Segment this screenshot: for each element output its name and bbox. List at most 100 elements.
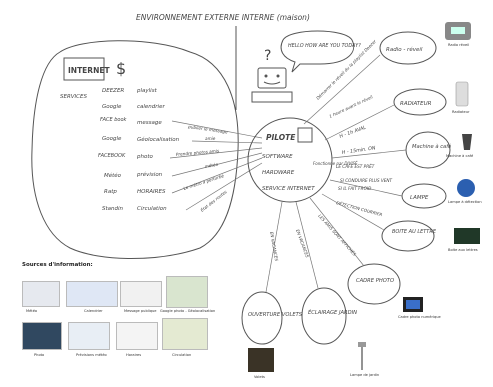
photo-frame-screen [406, 300, 420, 309]
source-caption: Prévisions météo [76, 353, 107, 357]
radio-node [379, 31, 437, 65]
device-caption: Machine à café [446, 154, 474, 158]
eclairage-node [301, 287, 347, 345]
source-thumb-circulation [162, 318, 208, 350]
service-item: HORAIRES [137, 189, 166, 195]
link-label: Prendre photos amis [176, 148, 220, 157]
link-label: LES AMIS SONT AFFICHÉS [317, 213, 357, 257]
pilote-item: SERVICE INTERNET [262, 186, 315, 192]
source-thumb-calendrier [66, 281, 118, 307]
source-caption: Message publique [124, 309, 157, 313]
coffee-machine-icon [462, 134, 472, 150]
link-arrow [321, 193, 385, 231]
boite-node [381, 220, 435, 252]
link-arrow [303, 54, 381, 125]
link-label: Le métro a perturbé [183, 173, 225, 191]
internet-box [63, 57, 105, 81]
link-label: SI CONDUIRE PLUS VENT [340, 178, 393, 183]
robot-eye-icon [276, 74, 280, 78]
provider-item: Google [102, 104, 122, 110]
provider-item: Ratp [104, 189, 117, 195]
pilote-logo-icon [297, 127, 313, 143]
cafe-label: Machine à café [412, 143, 451, 150]
device-caption: Cadre photo numérique [398, 315, 441, 319]
page-title: ENVIRONNEMENT EXTERNE INTERNE (maison) [136, 13, 310, 22]
service-item: prévision [136, 171, 163, 178]
pilote-item: HARDWARE [262, 170, 295, 176]
link-label: H - 15min. ON [341, 145, 376, 156]
source-caption: Calendrier [84, 309, 103, 313]
provider-item: FACEBOOK [98, 153, 126, 159]
provider-item: DEEZER [102, 88, 124, 94]
radio-label: Radio - réveil [386, 46, 423, 53]
link-label: 1 heure avant le réveil [328, 94, 374, 119]
device-caption: Boite aux lettres [448, 248, 478, 252]
pilote-node [247, 117, 333, 203]
source-thumb-geoloc [166, 276, 208, 308]
services-label: SERVICES [60, 94, 87, 100]
link-label: météo [204, 162, 219, 169]
volets-label: OUVERTURE VOLETS [248, 312, 303, 318]
keyboard-icon [251, 91, 293, 103]
mailbox-icon [454, 228, 480, 244]
pilote-note: Fonctionne par DIVISÉ [313, 161, 358, 166]
sources-title: Sources d'information: [22, 262, 93, 268]
dollar-icon: $ [116, 59, 126, 78]
device-caption: Radio réveil [448, 43, 470, 47]
source-thumb-previsions [68, 322, 110, 350]
provider-item: Météo [104, 172, 122, 179]
service-item: message [137, 120, 162, 126]
link-arrow [171, 152, 263, 177]
link-arrow [171, 120, 263, 139]
link-label: publier le message [187, 124, 229, 135]
link-arrow [171, 157, 263, 194]
internet-cloud [31, 40, 239, 259]
service-item: photo [136, 154, 153, 160]
provider-item: FACE book [100, 117, 128, 123]
device-caption: Radiateur [452, 110, 470, 114]
source-thumb-photo [22, 322, 62, 350]
source-caption: Horaires [126, 353, 142, 357]
link-label: DÉTECTION COURRIER [336, 200, 383, 217]
source-thumb-message [120, 281, 162, 307]
lamp-icon [457, 179, 475, 197]
link-arrow [265, 201, 283, 293]
source-thumb-horaires [116, 322, 158, 350]
radiateur-node [393, 88, 447, 116]
source-caption: Circulation [172, 353, 192, 357]
link-arrow [329, 179, 403, 197]
robot-screen [257, 67, 287, 89]
link-arrow [295, 201, 319, 289]
photo-label: CADRE PHOTO [356, 278, 394, 284]
link-label: SI IL FAIT FROID [338, 186, 372, 191]
source-caption: Google photo - Géolocalisation [160, 309, 216, 313]
service-item: calendrier [137, 104, 165, 110]
speech-text: HELLO HOW ARE YOU TODAY? [288, 43, 361, 49]
radiateur-label: RADIATEUR [400, 101, 432, 107]
eclairage-label: ÉCLAIRAGE JARDIN [308, 308, 357, 316]
link-arrow [169, 147, 263, 159]
link-arrow [191, 140, 263, 144]
source-thumb-meteo [22, 281, 60, 307]
device-caption: Volets [254, 375, 265, 379]
link-label: EN VACANCES [295, 229, 310, 259]
link-arrow [331, 149, 407, 159]
service-item: Géolocalisation [137, 136, 180, 143]
radiateur-icon [455, 81, 469, 107]
garden-lamp-head [358, 342, 366, 347]
device-caption: Lampe de jardin [350, 373, 380, 377]
question-icon: ? [264, 48, 271, 64]
service-item: playlist [136, 88, 158, 94]
link-label: amie [205, 136, 216, 141]
provider-item: Standin [102, 206, 124, 212]
device-caption: Lampe à détection [448, 200, 482, 204]
lampe-label: LAMPE [410, 195, 429, 201]
service-item: Circulation [137, 206, 167, 212]
internet-label: INTERNET [68, 66, 110, 75]
boite-label: BOITE AU LETTRE [392, 229, 437, 235]
robot-mouth [263, 81, 281, 85]
link-label: H - 1h AVAL [339, 125, 368, 140]
photo-node [347, 263, 401, 305]
link-label: LE CAFÉ EST PRÊT [336, 164, 375, 169]
